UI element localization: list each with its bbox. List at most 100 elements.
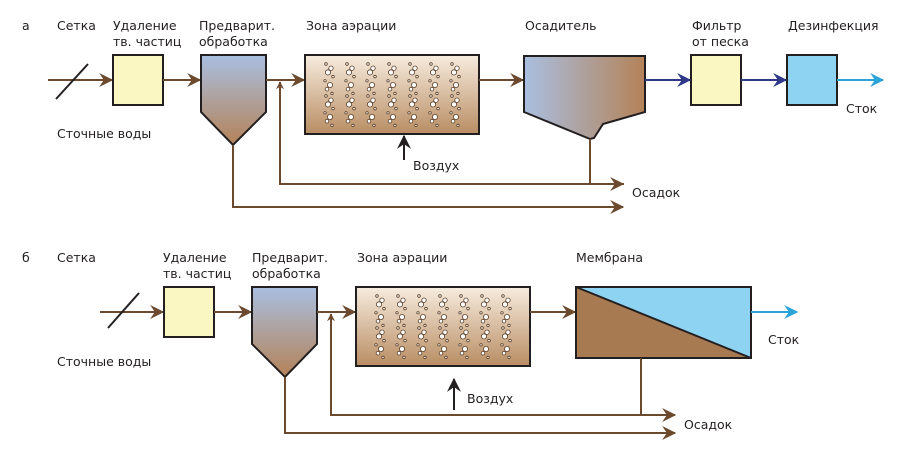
bubble-icon (416, 343, 420, 347)
bubble-icon (331, 106, 335, 111)
bubble-icon (400, 329, 406, 335)
bubble-icon (438, 301, 445, 308)
bubble-icon (429, 62, 433, 66)
bubble-icon (396, 294, 400, 298)
bubble-icon (352, 74, 356, 79)
bubble-icon (435, 123, 439, 128)
bubble-icon (408, 62, 412, 66)
bubble-icon (372, 123, 376, 128)
bubble-icon (382, 306, 386, 311)
panel-b: б Сетка Удаление тв. частиц Предварит. о… (22, 250, 800, 440)
bubble-icon (419, 313, 426, 320)
pretreatment-tank (251, 286, 318, 379)
bubble-icon (461, 345, 468, 352)
bubble-icon (436, 74, 440, 79)
bubble-icon (368, 82, 375, 89)
bubble-icon (412, 97, 418, 103)
bubble-icon (480, 301, 487, 308)
bubble-icon (396, 351, 402, 356)
bubble-icon (442, 329, 448, 335)
bubble-icon (428, 79, 432, 83)
label-sludge: Осадок (632, 185, 681, 200)
bubble-icon (398, 313, 405, 320)
bubble-icon (370, 65, 376, 71)
bubble-icon (377, 313, 384, 320)
bubble-icon (501, 333, 508, 340)
bubble-icon (386, 79, 390, 83)
bubble-icon (423, 323, 427, 327)
bubble-icon (437, 311, 441, 315)
bubble-icon (459, 351, 465, 356)
bubble-icon (389, 114, 396, 121)
bubble-icon (479, 343, 483, 347)
label-pretreatment-1: Предварит. (199, 18, 275, 33)
screen-icon (107, 292, 140, 329)
bubble-icon (459, 294, 463, 298)
bubble-icon (412, 65, 418, 71)
bubble-icon (417, 351, 423, 356)
bubble-icon (486, 323, 490, 327)
bubble-icon (323, 111, 327, 115)
bubble-icon (465, 323, 469, 327)
bubble-icon (415, 106, 419, 111)
bubble-icon (396, 326, 400, 330)
bubble-icon (445, 306, 449, 311)
bubble-icon (382, 338, 386, 343)
bubble-icon (396, 301, 403, 308)
bubble-icon (417, 333, 424, 340)
sand-filter-box (690, 54, 742, 106)
bubble-icon (431, 114, 438, 121)
bubble-icon (429, 86, 435, 92)
bubble-icon (429, 94, 433, 98)
bubble-icon (394, 106, 398, 111)
bubble-icon (326, 114, 333, 121)
bubble-icon (414, 123, 418, 128)
bubble-icon (391, 97, 397, 103)
bubble-icon (444, 323, 448, 327)
bubble-icon (440, 313, 447, 320)
bubble-icon (501, 294, 505, 298)
bubble-icon (454, 97, 460, 103)
bubble-icon (387, 69, 394, 76)
screen-icon (55, 63, 89, 100)
bubble-icon (505, 297, 511, 303)
bubble-icon (459, 326, 463, 330)
bubble-icon (450, 94, 454, 98)
bubble-icon (421, 329, 427, 335)
bubble-icon (449, 111, 453, 115)
bubble-icon (480, 351, 486, 356)
bubble-icon (458, 311, 462, 315)
bubble-icon (466, 338, 470, 343)
bubble-icon (486, 355, 490, 359)
bubble-icon (450, 62, 454, 66)
bubble-icon (345, 118, 351, 124)
primary-sludge-arrow (284, 377, 677, 440)
bubble-icon (507, 355, 511, 359)
bubble-icon (501, 351, 507, 356)
bubble-icon (459, 301, 466, 308)
label-solids-removal-1: Удаление (113, 18, 177, 33)
bubble-icon (387, 118, 393, 124)
bubble-icon (330, 123, 334, 128)
label-solids-removal-2: тв. частиц (163, 266, 231, 281)
bubble-icon (437, 343, 441, 347)
bubble-icon (403, 338, 407, 343)
bubble-icon (375, 319, 381, 324)
label-sand-filter-2: от песка (692, 34, 749, 49)
bubble-icon (414, 91, 418, 96)
bubble-icon (366, 69, 373, 76)
bubble-icon (423, 355, 427, 359)
bubble-icon (487, 306, 491, 311)
bubble-icon (479, 311, 483, 315)
bubble-icon (445, 338, 449, 343)
bubble-icon (372, 91, 376, 96)
bubble-icon (435, 91, 439, 96)
bubble-icon (410, 114, 417, 121)
bubble-icon (417, 319, 423, 324)
bubble-icon (487, 338, 491, 343)
label-effluent: Сток (846, 101, 878, 116)
bubble-icon (395, 343, 399, 347)
bubble-icon (324, 94, 328, 98)
bubble-icon (505, 329, 511, 335)
